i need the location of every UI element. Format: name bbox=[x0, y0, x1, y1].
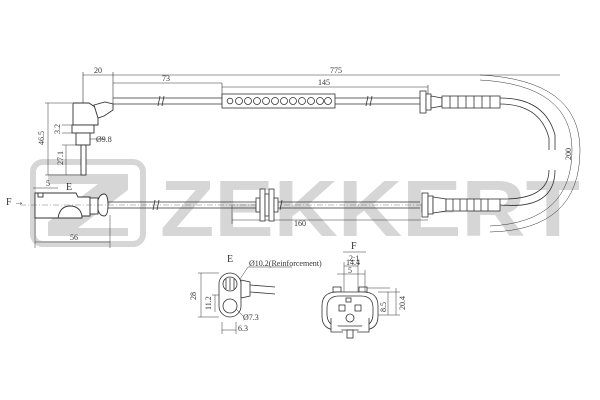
dim-5: 5 bbox=[46, 179, 50, 188]
detail-e-note: Ø10.2(Reinforcement) bbox=[249, 259, 322, 268]
detail-e-width: 6.3 bbox=[238, 324, 248, 333]
dim-20: 20 bbox=[94, 66, 102, 75]
detail-e-height: 28 bbox=[189, 292, 198, 300]
sensor-dimension-lines bbox=[45, 102, 105, 176]
cable-clip-strip bbox=[221, 93, 336, 109]
dim-46-5: 46.5 bbox=[37, 131, 46, 145]
middle-grommet bbox=[255, 188, 279, 222]
dim-145: 145 bbox=[318, 78, 330, 87]
watermark-text: ZEKKERT bbox=[160, 164, 580, 253]
detail-f-scale: 2:1 bbox=[349, 254, 359, 263]
section-e-label: E bbox=[66, 182, 72, 193]
detail-e-title: E bbox=[227, 254, 233, 265]
dim-160: 160 bbox=[294, 219, 306, 228]
upper-grommet bbox=[419, 90, 501, 114]
dim-775: 775 bbox=[330, 66, 342, 75]
sensor-head bbox=[71, 101, 114, 176]
connector-body bbox=[34, 192, 109, 219]
detail-f-inner-height: 8.5 bbox=[379, 302, 388, 312]
view-f-arrow-label: F → bbox=[6, 197, 24, 208]
upper-cable bbox=[113, 74, 581, 233]
dim-27-1: 27.1 bbox=[56, 151, 65, 165]
zekkert-watermark: ZEKKERT bbox=[30, 159, 580, 253]
dim-200: 200 bbox=[564, 148, 573, 160]
detail-f-pitch: 5 bbox=[348, 266, 352, 275]
detail-e-view bbox=[218, 272, 276, 318]
lower-grommet bbox=[421, 192, 501, 218]
dim-56: 56 bbox=[70, 233, 78, 242]
dim-73: 73 bbox=[162, 74, 170, 83]
detail-f-view bbox=[321, 286, 379, 339]
dim-3-2: 3.2 bbox=[53, 124, 62, 134]
detail-f-title: F bbox=[351, 241, 357, 252]
detail-f-outer-height: 20.4 bbox=[398, 296, 407, 310]
detail-e-inner: 11.2 bbox=[204, 296, 213, 310]
dim-diameter-9-8: Ø9.8 bbox=[96, 135, 112, 144]
detail-e-dims bbox=[198, 266, 292, 334]
detail-f-dims bbox=[337, 262, 400, 316]
detail-e-hole: Ø7.3 bbox=[243, 313, 259, 322]
detail-f-top-dim: 14.4 bbox=[346, 258, 360, 267]
